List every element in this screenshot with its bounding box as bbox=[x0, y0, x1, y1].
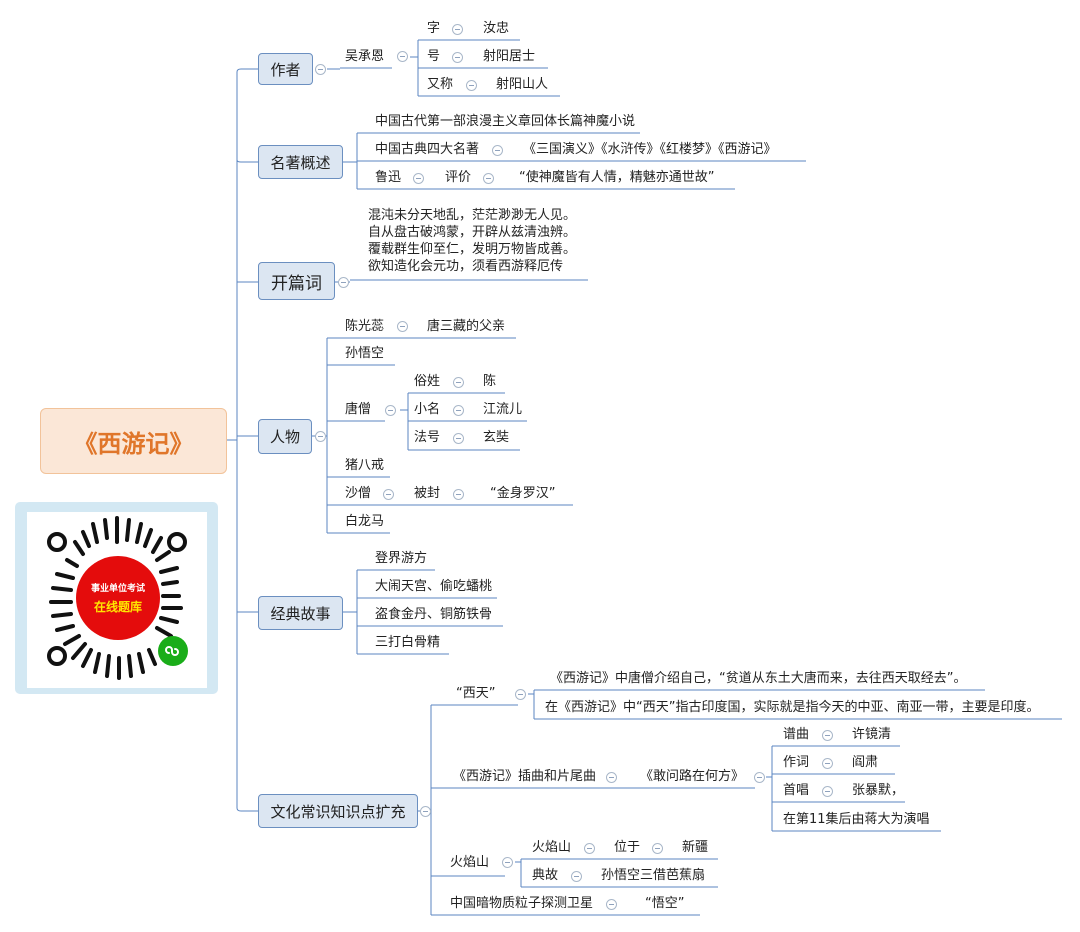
collapse-toggle[interactable] bbox=[397, 51, 408, 62]
fire-story-value: 孙悟空三借芭蕉扇 bbox=[601, 868, 706, 883]
overview-line3-b: 评价 bbox=[445, 170, 472, 185]
opening-poem: 混沌未分天地乱，茫茫渺渺无人见。 自从盘古破鸿蒙，开辟从兹清浊辨。 覆载群生仰至… bbox=[368, 207, 576, 275]
char-sha: 沙僧 bbox=[345, 486, 372, 501]
song-chang-value: 张暴默， bbox=[852, 783, 905, 798]
overview-line2-key: 中国古典四大名著 bbox=[375, 142, 480, 157]
char-bajie: 猪八戒 bbox=[345, 458, 385, 473]
fire-story-key: 典故 bbox=[532, 868, 559, 883]
collapse-toggle[interactable] bbox=[822, 786, 833, 797]
satellite-key: 中国暗物质粒子探测卫星 bbox=[450, 896, 594, 911]
author-hao-value: 射阳居士 bbox=[483, 49, 536, 64]
song-pu-value: 许镜清 bbox=[852, 727, 892, 742]
xitian-key: “西天” bbox=[456, 686, 496, 701]
collapse-toggle[interactable] bbox=[453, 433, 464, 444]
xitian-line1: 《西游记》中唐僧介绍自己，“贫道从东土大唐而来，去往西天取经去”。 bbox=[550, 671, 967, 686]
sha-value: “金身罗汉” bbox=[490, 486, 556, 501]
qr-center-badge: 事业单位考试 在线题库 bbox=[76, 556, 160, 640]
song-key: 《西游记》插曲和片尾曲 bbox=[453, 769, 597, 784]
collapse-toggle[interactable] bbox=[652, 843, 663, 854]
collapse-toggle[interactable] bbox=[571, 871, 582, 882]
opening-line: 欲知造化会元功，须看西游释厄传 bbox=[368, 259, 564, 274]
author-hao-key: 号 bbox=[427, 49, 441, 64]
node-overview[interactable]: 名著概述 bbox=[258, 145, 343, 179]
tang-xiaoming-value: 江流儿 bbox=[483, 402, 523, 417]
collapse-toggle[interactable] bbox=[502, 857, 513, 868]
tang-surname-value: 陈 bbox=[483, 374, 497, 389]
collapse-toggle[interactable] bbox=[515, 689, 526, 700]
song-pu-key: 谱曲 bbox=[783, 727, 810, 742]
opening-line: 自从盘古破鸿蒙，开辟从兹清浊辨。 bbox=[368, 225, 577, 240]
story-item: 盗食金丹、铜筋铁骨 bbox=[375, 607, 493, 622]
song-chang-key: 首唱 bbox=[783, 783, 810, 798]
root-node[interactable]: 《西游记》 bbox=[40, 408, 227, 474]
story-item: 大闹天宫、偷吃蟠桃 bbox=[375, 579, 493, 594]
collapse-toggle[interactable] bbox=[452, 24, 463, 35]
collapse-toggle[interactable] bbox=[315, 64, 326, 75]
fire-sub-key: 火焰山 bbox=[532, 840, 572, 855]
opening-line: 混沌未分天地乱，茫茫渺渺无人见。 bbox=[368, 208, 577, 223]
collapse-toggle[interactable] bbox=[452, 52, 463, 63]
node-characters[interactable]: 人物 bbox=[258, 419, 312, 454]
collapse-toggle[interactable] bbox=[822, 730, 833, 741]
collapse-toggle[interactable] bbox=[492, 145, 503, 156]
char-wukong: 孙悟空 bbox=[345, 346, 385, 361]
author-zi-value: 汝忠 bbox=[483, 21, 510, 36]
story-item: 登界游方 bbox=[375, 551, 428, 566]
song-ci-key: 作词 bbox=[783, 755, 810, 770]
char-tang: 唐僧 bbox=[345, 402, 372, 417]
collapse-toggle[interactable] bbox=[606, 899, 617, 910]
qr-line2: 在线题库 bbox=[93, 600, 142, 614]
overview-line1: 中国古代第一部浪漫主义章回体长篇神魔小说 bbox=[375, 114, 636, 129]
author-zi-key: 字 bbox=[427, 21, 441, 36]
collapse-toggle[interactable] bbox=[584, 843, 595, 854]
collapse-toggle[interactable] bbox=[453, 489, 464, 500]
collapse-toggle[interactable] bbox=[754, 772, 765, 783]
collapse-toggle[interactable] bbox=[413, 173, 424, 184]
overview-line3-value: “使神魔皆有人情，精魅亦通世故” bbox=[519, 170, 715, 185]
overview-line3-a: 鲁迅 bbox=[375, 170, 402, 185]
node-opening[interactable]: 开篇词 bbox=[258, 262, 335, 300]
fire-key: 火焰山 bbox=[450, 855, 490, 870]
collapse-toggle[interactable] bbox=[315, 431, 326, 442]
tang-surname-key: 俗姓 bbox=[414, 374, 441, 389]
song-name: 《敢问路在何方》 bbox=[640, 769, 745, 784]
collapse-toggle[interactable] bbox=[453, 377, 464, 388]
collapse-toggle[interactable] bbox=[606, 772, 617, 783]
fire-value: 新疆 bbox=[682, 840, 709, 855]
satellite-value: “悟空” bbox=[645, 896, 685, 911]
collapse-toggle[interactable] bbox=[822, 758, 833, 769]
node-culture[interactable]: 文化常识知识点扩充 bbox=[258, 794, 418, 828]
collapse-toggle[interactable] bbox=[397, 321, 408, 332]
node-author[interactable]: 作者 bbox=[258, 53, 313, 85]
collapse-toggle[interactable] bbox=[385, 405, 396, 416]
collapse-toggle[interactable] bbox=[383, 489, 394, 500]
opening-line: 覆载群生仰至仁，发明万物皆成善。 bbox=[368, 242, 577, 257]
collapse-toggle[interactable] bbox=[466, 80, 477, 91]
collapse-toggle[interactable] bbox=[338, 277, 349, 288]
wechat-miniprogram-icon bbox=[158, 636, 188, 666]
qr-line1: 事业单位考试 bbox=[90, 584, 145, 594]
char-chen-value: 唐三藏的父亲 bbox=[427, 319, 506, 334]
song-chang-2: 在第11集后由蒋大为演唱 bbox=[783, 812, 930, 827]
author-alias-key: 又称 bbox=[427, 77, 454, 92]
sha-mid: 被封 bbox=[414, 486, 441, 501]
node-stories[interactable]: 经典故事 bbox=[258, 596, 343, 630]
collapse-toggle[interactable] bbox=[483, 173, 494, 184]
tang-fahao-value: 玄奘 bbox=[483, 430, 510, 445]
author-name: 吴承恩 bbox=[345, 49, 385, 64]
tang-fahao-key: 法号 bbox=[414, 430, 441, 445]
song-ci-value: 阎肃 bbox=[852, 755, 879, 770]
author-alias-value: 射阳山人 bbox=[496, 77, 549, 92]
qr-pattern bbox=[47, 516, 187, 680]
overview-line2-value: 《三国演义》《水浒传》《红楼梦》《西游记》 bbox=[523, 142, 777, 157]
collapse-toggle[interactable] bbox=[420, 806, 431, 817]
tang-xiaoming-key: 小名 bbox=[414, 402, 441, 417]
xitian-line2: 在《西游记》中“西天”指古印度国，实际就是指今天的中亚、南亚一带，主要是印度。 bbox=[545, 700, 1040, 715]
char-horse: 白龙马 bbox=[345, 514, 385, 529]
collapse-toggle[interactable] bbox=[453, 405, 464, 416]
char-chen-key: 陈光蕊 bbox=[345, 319, 385, 334]
fire-mid: 位于 bbox=[614, 840, 641, 855]
story-item: 三打白骨精 bbox=[375, 635, 441, 650]
